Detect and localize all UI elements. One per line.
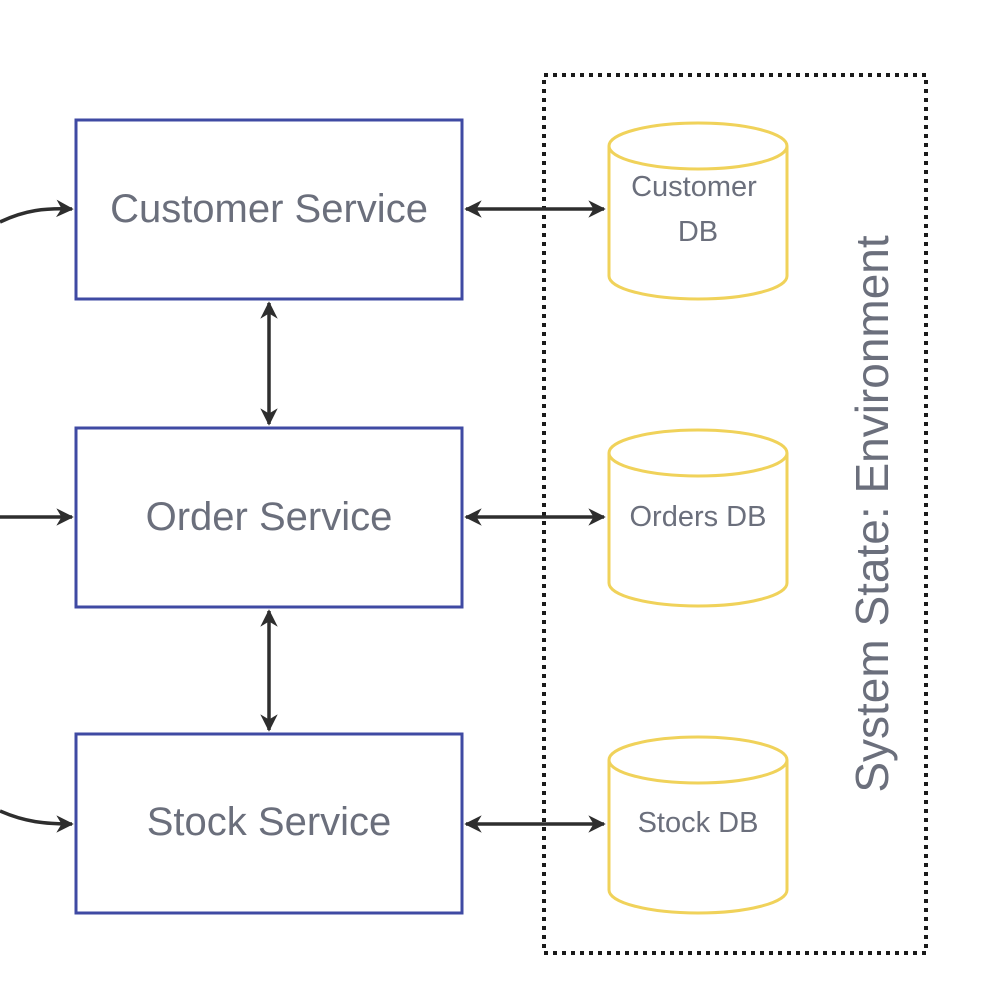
environment-label: System State: Environment [846,235,898,793]
order-service-node: Order Service [74,426,464,609]
stock-service-node: Stock Service [74,732,464,915]
stock-db-node: Stock DB [607,735,789,915]
incoming-arrow-customer [0,199,74,224]
customer-db-label: Customer DB [631,171,765,248]
customer-service-label: Customer Service [110,187,428,231]
customer-db-node: Customer DB [607,121,789,301]
orders-db-node: Orders DB [607,428,789,608]
stock-service-label: Stock Service [147,800,392,844]
stock-db-label: Stock DB [638,807,759,839]
incoming-arrow-stock [0,809,74,833]
customer-service-node: Customer Service [74,118,464,301]
order-service-label: Order Service [146,495,393,539]
orders-db-label: Orders DB [630,501,767,533]
